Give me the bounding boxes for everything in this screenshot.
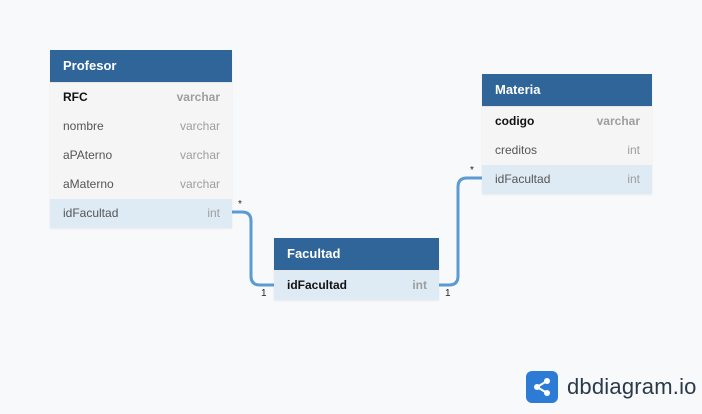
field-name: idFacultad — [287, 278, 348, 292]
table-title: Materia — [495, 82, 541, 97]
table-header-facultad[interactable]: Facultad — [274, 238, 439, 271]
field-row-creditos[interactable]: creditos int — [482, 136, 652, 165]
field-type: varchar — [179, 177, 220, 191]
field-type: int — [627, 143, 640, 157]
relation-line-profesor-facultad[interactable] — [232, 210, 274, 287]
table-header-profesor[interactable]: Profesor — [50, 50, 232, 83]
field-row-idfacultad[interactable]: idFacultad int — [50, 199, 232, 228]
cardinality-profesor-many: * — [238, 199, 242, 210]
table-header-materia[interactable]: Materia — [482, 74, 652, 107]
relation-line-materia-facultad[interactable] — [439, 176, 482, 287]
field-name: creditos — [495, 143, 538, 157]
field-row-rfc[interactable]: RFC varchar — [50, 83, 232, 112]
cardinality-facultad-one-left: 1 — [261, 288, 267, 299]
table-title: Facultad — [287, 246, 341, 261]
cardinality-materia-many: * — [470, 165, 474, 176]
table-facultad[interactable]: Facultad idFacultad int — [274, 238, 439, 300]
field-type: int — [627, 172, 640, 186]
field-type: varchar — [179, 148, 220, 162]
field-name: idFacultad — [495, 172, 551, 186]
field-name: RFC — [63, 90, 88, 104]
field-name: aPAterno — [63, 148, 113, 162]
table-profesor[interactable]: Profesor RFC varchar nombre varchar aPAt… — [50, 50, 232, 228]
share-nodes-icon — [526, 371, 558, 403]
brand-text: dbdiagram.io — [567, 374, 697, 399]
field-type: int — [412, 278, 427, 292]
field-row-apaterno[interactable]: aPAterno varchar — [50, 141, 232, 170]
field-row-idfacultad[interactable]: idFacultad int — [274, 271, 439, 300]
cardinality-facultad-one-right: 1 — [445, 288, 451, 299]
field-type: int — [207, 206, 220, 220]
field-row-codigo[interactable]: codigo varchar — [482, 107, 652, 136]
brand-logo[interactable]: dbdiagram.io — [526, 371, 697, 403]
field-row-idfacultad[interactable]: idFacultad int — [482, 165, 652, 194]
field-type: varchar — [179, 119, 220, 133]
field-name: codigo — [495, 114, 535, 128]
table-materia[interactable]: Materia codigo varchar creditos int idFa… — [482, 74, 652, 194]
field-name: idFacultad — [63, 206, 119, 220]
field-row-nombre[interactable]: nombre varchar — [50, 112, 232, 141]
table-title: Profesor — [63, 58, 117, 73]
field-name: aMaterno — [63, 177, 114, 191]
field-row-amaterno[interactable]: aMaterno varchar — [50, 170, 232, 199]
field-type: varchar — [596, 114, 640, 128]
field-name: nombre — [63, 119, 104, 133]
field-type: varchar — [176, 90, 220, 104]
